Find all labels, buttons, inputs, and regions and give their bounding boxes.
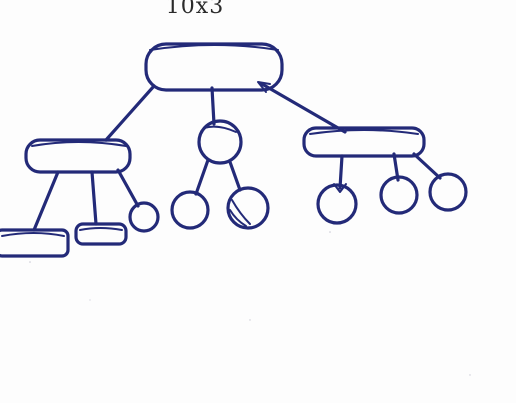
- middle-leaf-circle-1: [170, 190, 210, 230]
- paper-specks: [29, 231, 471, 376]
- edge-root-right: [260, 82, 347, 134]
- right-leaf-circle-2: [379, 175, 419, 215]
- right-leaf-circle-1: [316, 183, 358, 225]
- right-child-edges: [333, 152, 442, 193]
- root-node: [144, 42, 284, 92]
- edge-root-middle: [210, 86, 216, 126]
- left-leaf-circle: [128, 201, 160, 233]
- left-child-edges: [32, 168, 140, 232]
- left-child-node: [24, 138, 132, 174]
- left-leaf-pill-2: [74, 222, 128, 246]
- edge-root-left: [104, 84, 156, 142]
- right-child-node: [302, 126, 426, 158]
- left-leaf-pill-1: [0, 228, 70, 258]
- diagram-caption: 10x3: [165, 0, 225, 19]
- middle-child-node: [197, 119, 243, 165]
- middle-child-edges: [194, 158, 242, 196]
- right-leaf-circle-3: [428, 172, 468, 212]
- middle-leaf-circle-2: [226, 186, 270, 230]
- arrow-head-right: [257, 81, 271, 93]
- root-connectors: [104, 81, 347, 142]
